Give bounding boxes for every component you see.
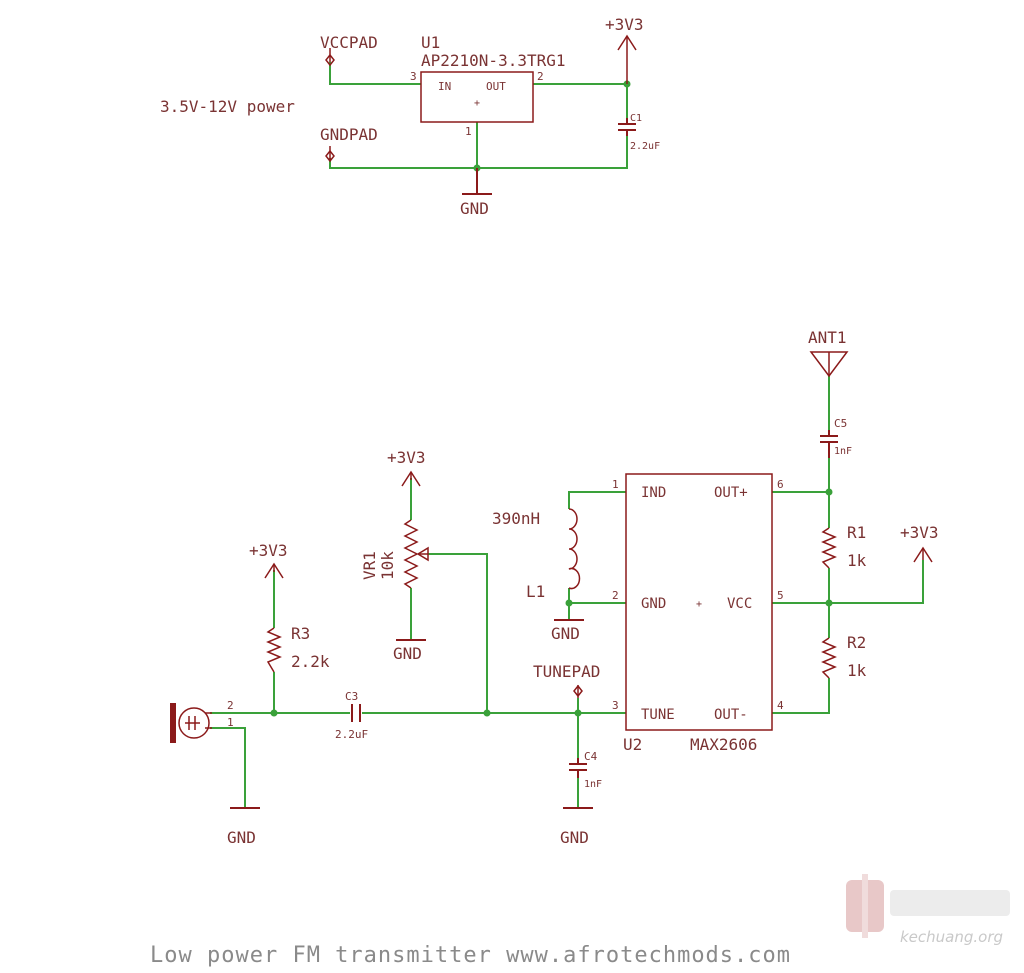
input-range-label: 3.5V-12V power (160, 97, 295, 116)
u2-pin-ind-label: IND (641, 485, 666, 501)
capacitor-c4 (569, 758, 587, 778)
capacitor-c1 (618, 118, 636, 136)
mic-pin-2: 2 (227, 699, 234, 712)
regulator-u1: + (420, 71, 534, 123)
gnd-label-vr1: GND (393, 644, 422, 663)
transmitter-junctions (270, 488, 833, 717)
resistor-r3 (266, 627, 282, 673)
r1-ref: R1 (847, 523, 866, 542)
c1-value: 2.2uF (630, 141, 660, 152)
u2-pin-1: 1 (612, 478, 619, 491)
supply-arrow-vr1 (401, 470, 421, 487)
vr1-value: 10k (378, 551, 397, 580)
gndpad-symbol (325, 146, 335, 163)
vccpad-label: VCCPAD (320, 33, 378, 52)
ic-u2: + (625, 473, 773, 731)
u2-pin-outp-label: OUT+ (714, 485, 748, 501)
svg-text:+: + (696, 599, 702, 610)
supply-label-right: +3V3 (900, 523, 939, 542)
c5-value: 1nF (834, 446, 852, 457)
power-section: VCCPAD GNDPAD 3.5V-12V power + U1 AP2210… (160, 15, 660, 218)
ic-u2-body (625, 473, 773, 731)
supply-label-power: +3V3 (605, 15, 644, 34)
u2-pin-outn-label: OUT- (714, 707, 748, 723)
svg-text:+: + (474, 98, 480, 109)
mic-diaphragm (170, 703, 176, 743)
footer-caption: Low power FM transmitter www.afrotechmod… (150, 943, 791, 968)
transmitter-wires (210, 376, 924, 808)
tunepad-label: TUNEPAD (533, 662, 600, 681)
c3-value: 2.2uF (335, 728, 368, 741)
power-wires (329, 62, 628, 169)
u2-pin-6: 6 (777, 478, 784, 491)
c1-ref: C1 (630, 113, 642, 124)
c4-value: 1nF (584, 779, 602, 790)
u2-pin-vcc-label: VCC (727, 596, 752, 612)
u2-part: MAX2606 (690, 735, 757, 754)
r2-value: 1k (847, 661, 867, 680)
u2-pin-gnd-label: GND (641, 596, 666, 612)
potentiometer-vr1 (403, 519, 429, 589)
ground-power (462, 168, 492, 195)
microphone-symbol (170, 703, 212, 743)
c3-ref: C3 (345, 690, 358, 703)
l1-ref: L1 (526, 582, 545, 601)
supply-arrow-r3 (264, 562, 284, 579)
gndpad-label: GNDPAD (320, 125, 378, 144)
watermark-glyphs (890, 890, 1010, 916)
supply-arrow-power (617, 34, 637, 84)
gnd-label-mic: GND (227, 828, 256, 847)
gnd-label-c4: GND (560, 828, 589, 847)
r3-ref: R3 (291, 624, 310, 643)
gnd-label-l1: GND (551, 624, 580, 643)
vr1-ref: VR1 (360, 551, 379, 580)
capacitor-c3 (351, 704, 361, 722)
regulator-pin-1: 1 (465, 125, 472, 138)
antenna-ref: ANT1 (808, 328, 847, 347)
mic-pin-1: 1 (227, 716, 234, 729)
antenna-symbol (809, 351, 849, 378)
tunepad-symbol (573, 684, 583, 698)
r1-value: 1k (847, 551, 867, 570)
u2-pin-3: 3 (612, 699, 619, 712)
u2-pin-4: 4 (777, 699, 784, 712)
gnd-label-power: GND (460, 199, 489, 218)
mic-body (178, 707, 210, 739)
regulator-pin-2: 2 (537, 70, 544, 83)
regulator-part: AP2210N-3.3TRG1 (421, 51, 566, 70)
regulator-pin-3: 3 (410, 70, 417, 83)
u2-pin-2: 2 (612, 589, 619, 602)
watermark-site: kechuang.org (900, 928, 1003, 946)
regulator-body (420, 71, 534, 123)
l1-value: 390nH (492, 509, 540, 528)
watermark: kechuang.org (846, 874, 1010, 946)
u2-pin-5: 5 (777, 589, 784, 602)
c4-ref: C4 (584, 750, 598, 763)
regulator-pin-out-label: OUT (486, 80, 506, 93)
r3-value: 2.2k (291, 652, 330, 671)
transmitter-section: ANT1 C5 1nF + IND GND TUNE OUT+ VCC OUT-… (170, 328, 939, 847)
c5-ref: C5 (834, 417, 847, 430)
resistor-r2 (821, 637, 837, 679)
capacitor-c5 (820, 430, 838, 458)
supply-label-r3: +3V3 (249, 541, 288, 560)
resistor-r1 (821, 527, 837, 569)
inductor-l1 (568, 508, 581, 590)
regulator-pin-in-label: IN (438, 80, 451, 93)
vccpad-symbol (325, 48, 335, 67)
supply-arrow-right (913, 546, 933, 563)
supply-label-vr1: +3V3 (387, 448, 426, 467)
r2-ref: R2 (847, 633, 866, 652)
u2-ref: U2 (623, 735, 642, 754)
u2-pin-tune-label: TUNE (641, 707, 675, 723)
power-junctions (473, 80, 631, 172)
regulator-ref: U1 (421, 33, 440, 52)
